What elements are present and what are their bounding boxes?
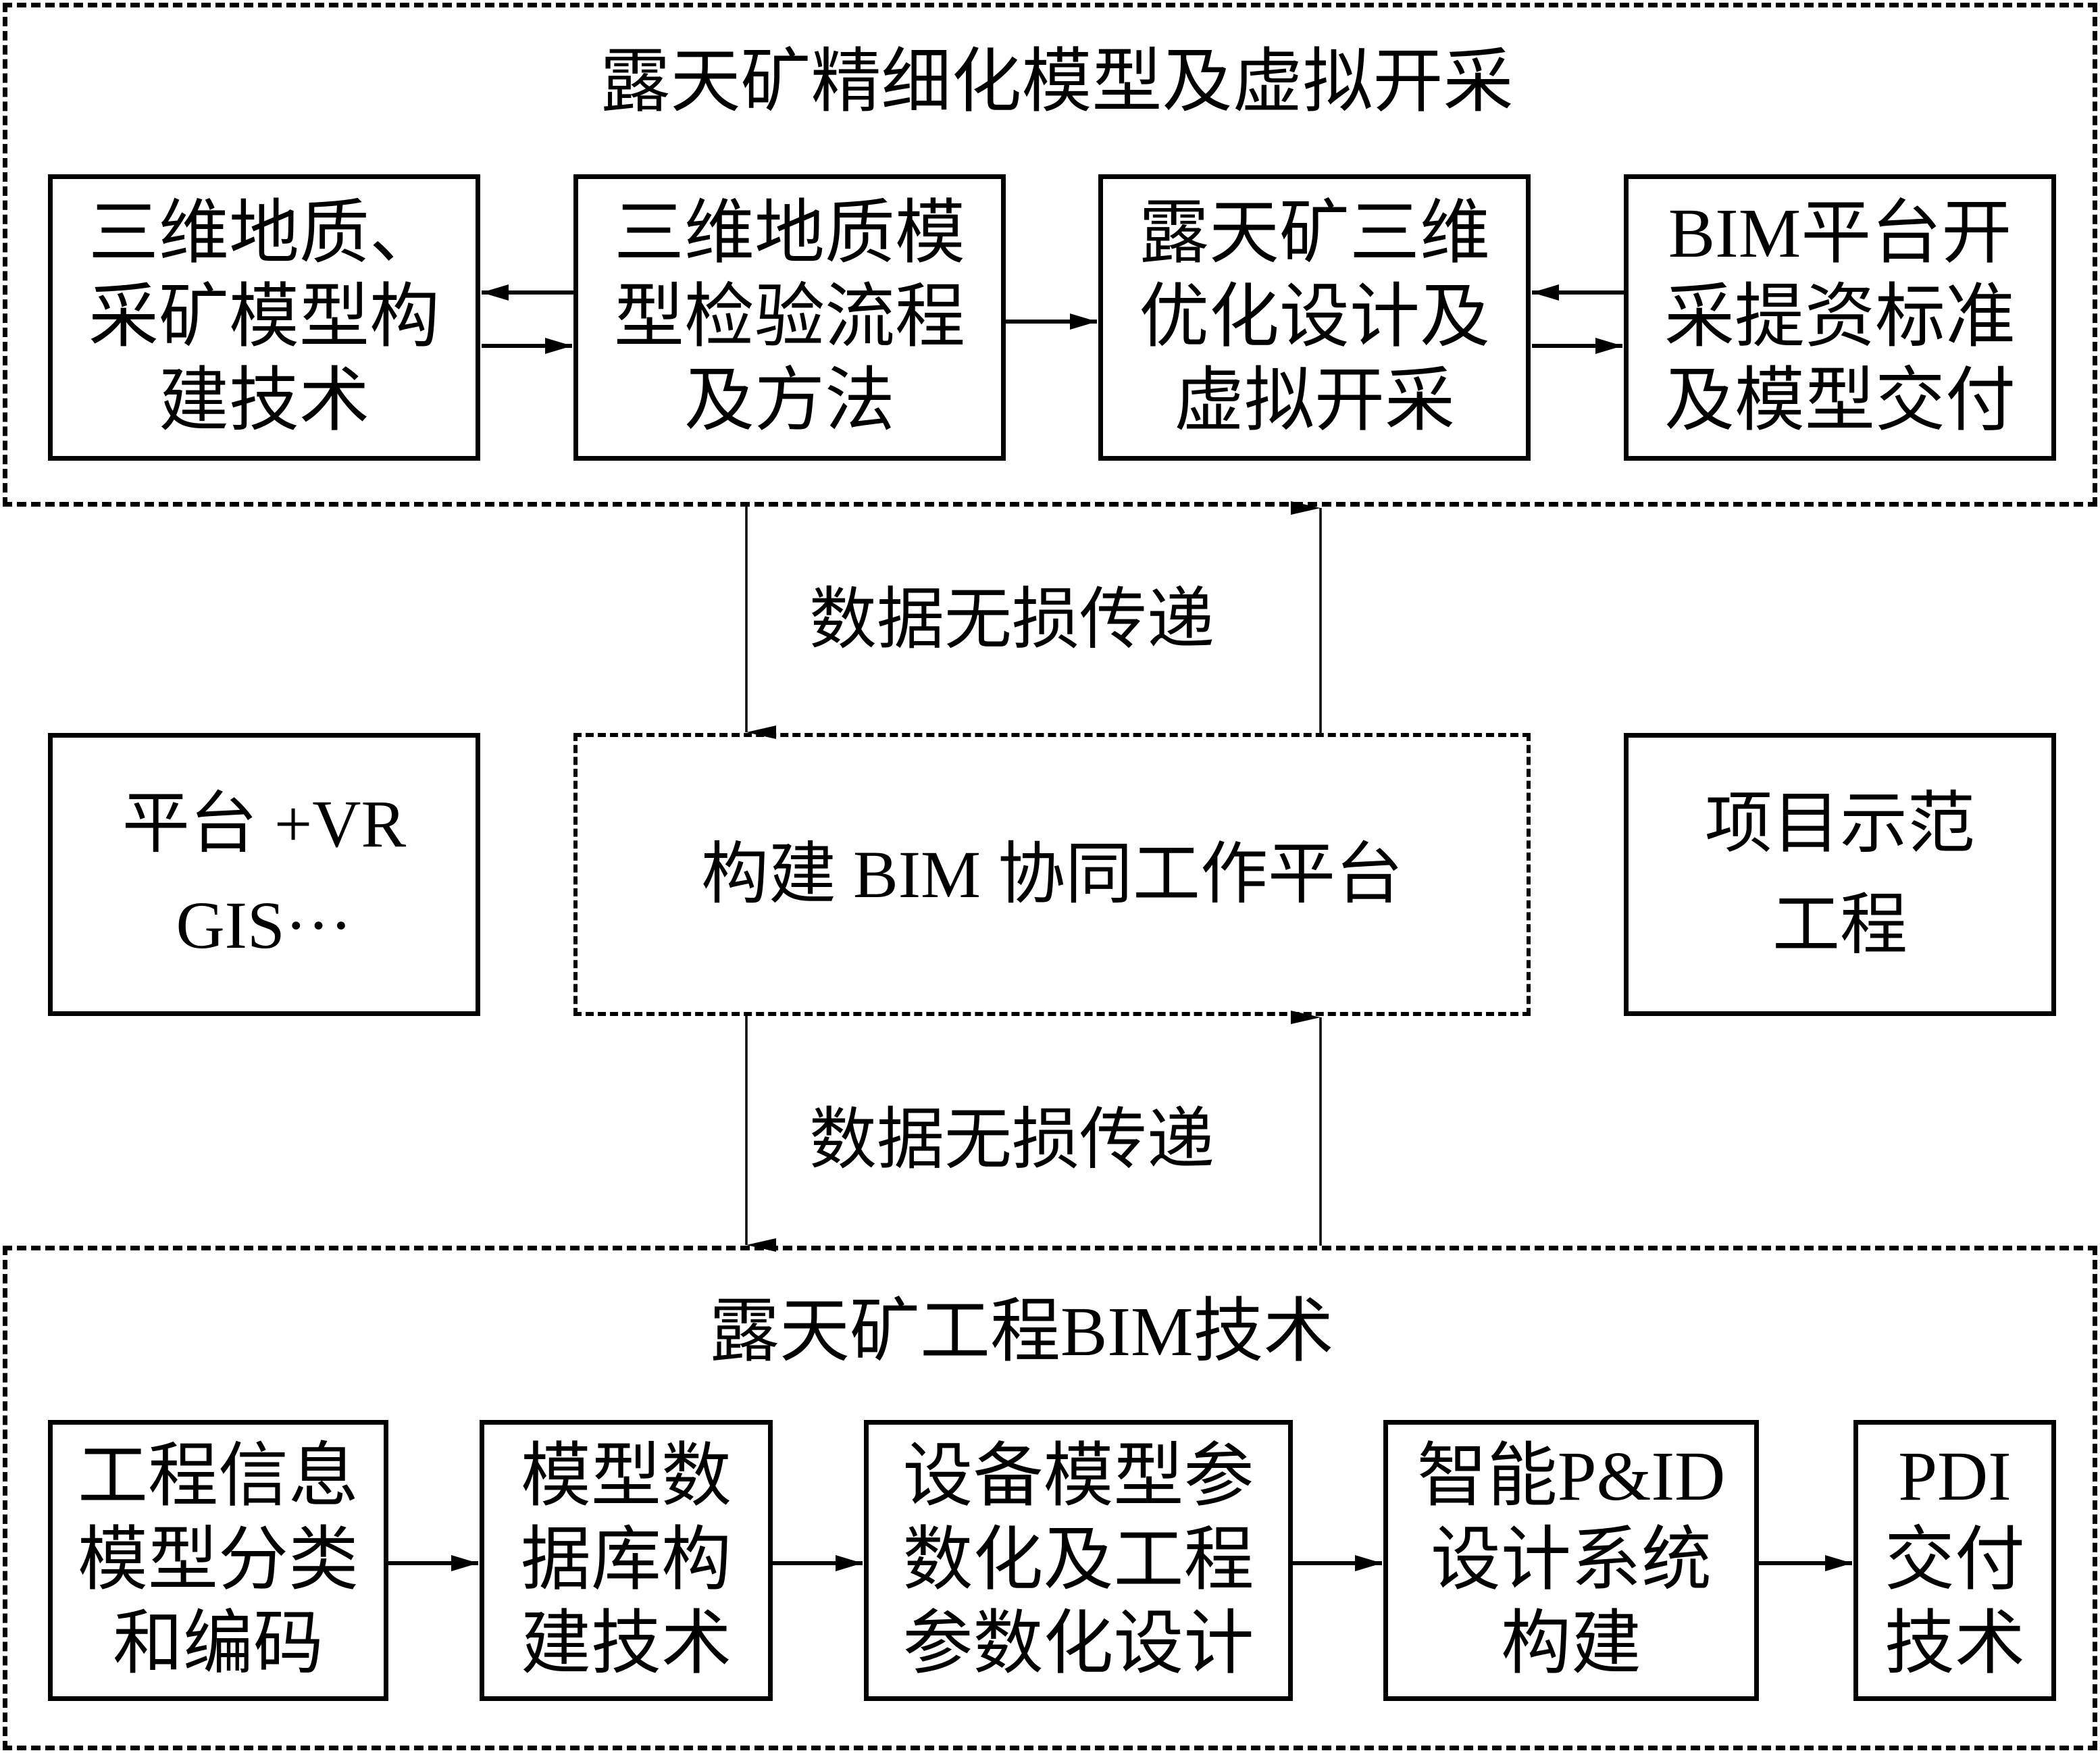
bottom-section-frame <box>3 1246 2097 1750</box>
middle-left-label: 平台 +VR GIS··· <box>122 786 407 963</box>
middle-box-demo-project[interactable]: 项目示范 工程 <box>1624 733 2056 1016</box>
bottom-box-pdi-delivery[interactable]: PDI 交付 技术 <box>1853 1420 2056 1701</box>
top-box-3d-optimization[interactable]: 露天矿三维 优化设计及 虚拟开采 <box>1098 174 1531 461</box>
lower-data-transfer-label: 数据无损传递 <box>809 1102 1214 1177</box>
top-box-3-label: 露天矿三维 优化设计及 虚拟开采 <box>1138 195 1490 440</box>
middle-center-label: 构建 BIM 协同工作平台 <box>701 836 1403 912</box>
bottom-section-title: 露天矿工程BIM技术 <box>709 1293 1334 1371</box>
top-section-title: 露天矿精细化模型及虚拟开采 <box>600 43 1514 121</box>
bottom-box-pid-system[interactable]: 智能P&ID 设计系统 构建 <box>1383 1420 1759 1701</box>
bottom-box-4-label: 智能P&ID 设计系统 构建 <box>1416 1438 1726 1683</box>
middle-box-bim-collaboration-platform[interactable]: 构建 BIM 协同工作平台 <box>573 733 1531 1016</box>
top-section-frame <box>3 3 2097 507</box>
top-box-2-label: 三维地质模 型检验流程 及方法 <box>613 195 965 440</box>
top-box-geology-mining-model[interactable]: 三维地质、 采矿模型构 建技术 <box>48 174 480 461</box>
top-box-model-validation[interactable]: 三维地质模 型检验流程 及方法 <box>573 174 1006 461</box>
top-box-1-label: 三维地质、 采矿模型构 建技术 <box>88 195 440 440</box>
middle-right-label: 项目示范 工程 <box>1705 786 1975 963</box>
bottom-box-model-database[interactable]: 模型数 据库构 建技术 <box>480 1420 773 1701</box>
bottom-box-info-classification[interactable]: 工程信息 模型分类 和编码 <box>48 1420 388 1701</box>
bottom-box-3-label: 设备模型参 数化及工程 参数化设计 <box>902 1438 1254 1683</box>
upper-data-transfer-label: 数据无损传递 <box>809 582 1214 657</box>
bottom-box-parametric-design[interactable]: 设备模型参 数化及工程 参数化设计 <box>864 1420 1293 1701</box>
top-box-4-label: BIM平台开 采提资标准 及模型交付 <box>1664 195 2016 440</box>
bottom-box-2-label: 模型数 据库构 建技术 <box>520 1438 732 1683</box>
middle-box-platform-vr-gis[interactable]: 平台 +VR GIS··· <box>48 733 480 1016</box>
bottom-box-5-label: PDI 交付 技术 <box>1884 1438 2025 1683</box>
top-box-bim-platform-delivery[interactable]: BIM平台开 采提资标准 及模型交付 <box>1624 174 2056 461</box>
bottom-box-1-label: 工程信息 模型分类 和编码 <box>77 1438 359 1683</box>
